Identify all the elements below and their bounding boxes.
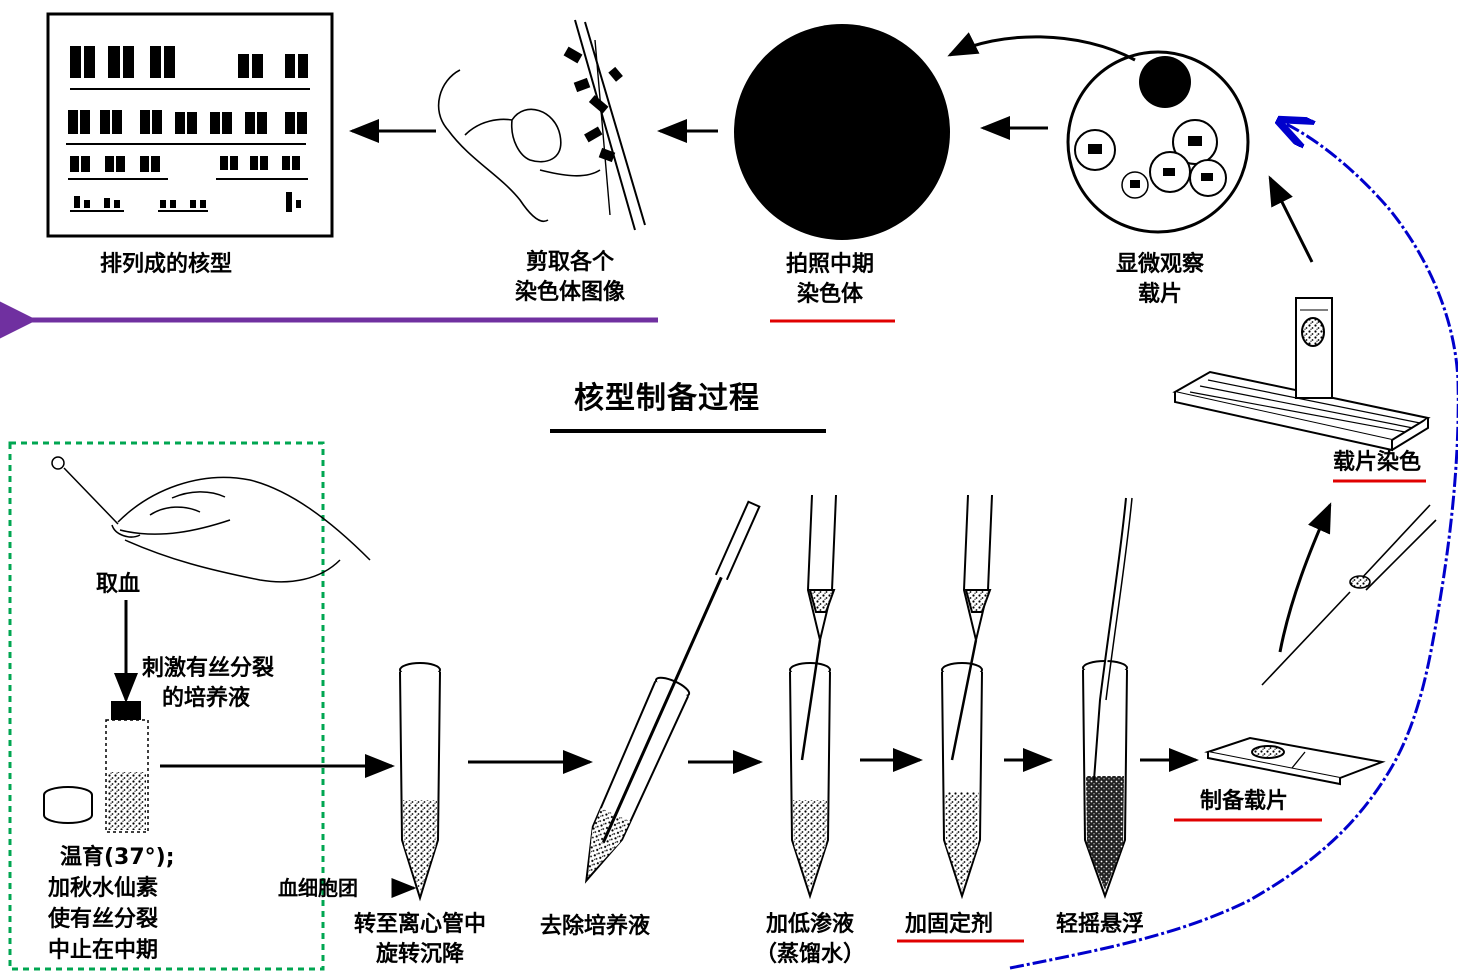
photo-label-line2: 染色体 [796, 282, 863, 307]
culture-label: 刺激有丝分裂 的培养液 [142, 654, 274, 714]
hypotonic-label-line1: 加低渗液 [765, 912, 854, 937]
prepare-slide-label: 制备载片 [1200, 789, 1289, 814]
hypotonic-tube [789, 494, 837, 900]
centrifuge-label: 转至离心管中 旋转沉降 [330, 910, 510, 970]
staining-rack [1172, 297, 1431, 452]
shake-label: 轻摇悬浮 [1056, 912, 1145, 937]
cut-label: 剪取各个 染色体图像 [490, 248, 650, 308]
micro-label-line2: 载片 [1137, 282, 1182, 307]
blood-label: 取血 [96, 572, 141, 597]
centrifuge-label-line1: 转至离心管中 [353, 912, 486, 937]
blood-draw-hand [51, 456, 371, 583]
hypotonic-label-line2: （蒸馏水） [754, 942, 865, 967]
incubate-label-line4: 中止在中期 [48, 938, 159, 963]
blood-culture-box [8, 441, 325, 971]
culture-label-line2: 的培养液 [162, 686, 251, 711]
centrifuge-tube [399, 662, 441, 902]
fixative-label: 加固定剂 [905, 912, 994, 937]
remove-medium-label: 去除培养液 [540, 914, 651, 939]
karyotype-label: 排列成的核型 [100, 252, 233, 277]
photo-label: 拍照中期 染色体 [760, 250, 900, 310]
microscope-view [1066, 50, 1250, 234]
highlight-underlines [770, 319, 1426, 943]
karyotype-card [46, 12, 334, 238]
centrifuge-label-line2: 旋转沉降 [375, 942, 464, 967]
culture-label-line1: 刺激有丝分裂 [142, 656, 275, 681]
prepared-slide [1204, 736, 1386, 786]
diagram-title: 核型制备过程 [574, 381, 760, 416]
incubate-label-line1: 温育(37°); [60, 845, 175, 870]
remove-medium-tube [584, 500, 761, 884]
hypotonic-label: 加低渗液 （蒸馏水） [745, 910, 875, 970]
photo-label-line1: 拍照中期 [785, 252, 874, 277]
culture-dish [43, 786, 93, 824]
incubate-label: 温育(37°); 加秋水仙素 使有丝分裂 中止在中期 [48, 842, 175, 966]
culture-vial [105, 701, 149, 833]
pellet-label: 血细胞团 [278, 876, 358, 900]
cut-chromosome-hand [437, 19, 646, 231]
blue-return-arrow [1009, 122, 1458, 970]
cut-label-line1: 剪取各个 [525, 250, 614, 275]
top-row-arrows [349, 32, 1314, 263]
pipette-drop [1261, 502, 1437, 686]
stain-label: 载片染色 [1333, 450, 1422, 475]
micro-label: 显微观察 载片 [1090, 250, 1230, 310]
fixative-tube [941, 494, 993, 900]
incubate-label-line3: 使有丝分裂 [48, 907, 159, 932]
metaphase-photo-circle [734, 24, 950, 240]
incubate-label-line2: 加秋水仙素 [48, 876, 159, 901]
micro-label-line1: 显微观察 [1115, 252, 1204, 277]
shake-tube [1082, 497, 1133, 899]
cut-label-line2: 染色体图像 [514, 280, 625, 305]
